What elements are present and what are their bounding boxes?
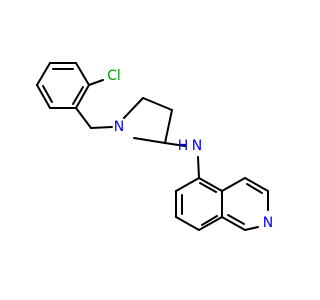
atom-pyrrolidine-nitrogen: N [114, 119, 124, 135]
bond [221, 216, 246, 231]
bond [142, 97, 173, 111]
bond-ch2-to-n [90, 126, 113, 129]
molecule-structure: Cl N N H N [0, 0, 300, 300]
amine-hydrogen-label: H [178, 138, 189, 154]
double-bond-inner [72, 86, 84, 105]
bond [164, 109, 173, 144]
bond-to-chlorine [88, 79, 104, 86]
double-bond-inner [42, 85, 53, 103]
bond-ring-to-ch2 [75, 107, 92, 129]
isoquinoline-pyridine-ring [221, 177, 269, 231]
bond [175, 216, 200, 231]
pyrrolidine-ring [123, 97, 173, 144]
bond [175, 177, 200, 192]
chlorine-label: Cl [107, 68, 121, 84]
double-bond-inner [199, 182, 217, 193]
atom-chlorine: Cl [107, 68, 121, 84]
chlorophenyl-ring [36, 62, 90, 109]
bond-c3-to-nh [164, 142, 186, 147]
bond [221, 177, 246, 192]
background [0, 0, 300, 300]
bond [36, 84, 51, 109]
pyrrolidine-nitrogen-label: N [114, 119, 124, 135]
isoquinoline-benzo-ring [175, 177, 223, 231]
bond [198, 216, 223, 231]
bond [133, 137, 166, 144]
bond [123, 97, 144, 119]
bond [244, 177, 269, 192]
atom-isoquinoline-nitrogen: N [263, 215, 273, 231]
bond [75, 84, 90, 109]
isoquinoline-nitrogen-label: N [263, 215, 273, 231]
bond [244, 226, 259, 231]
bond [75, 62, 90, 86]
double-bond-inner [246, 183, 263, 194]
amine-nitrogen-label: N [192, 138, 202, 154]
bond [36, 62, 51, 86]
bond-nh-to-isoquinoline [197, 156, 200, 179]
double-bond-inner [227, 214, 245, 225]
double-bond-inner [201, 215, 218, 226]
atom-amine-nitrogen: N H [178, 138, 203, 154]
bond [198, 177, 223, 192]
